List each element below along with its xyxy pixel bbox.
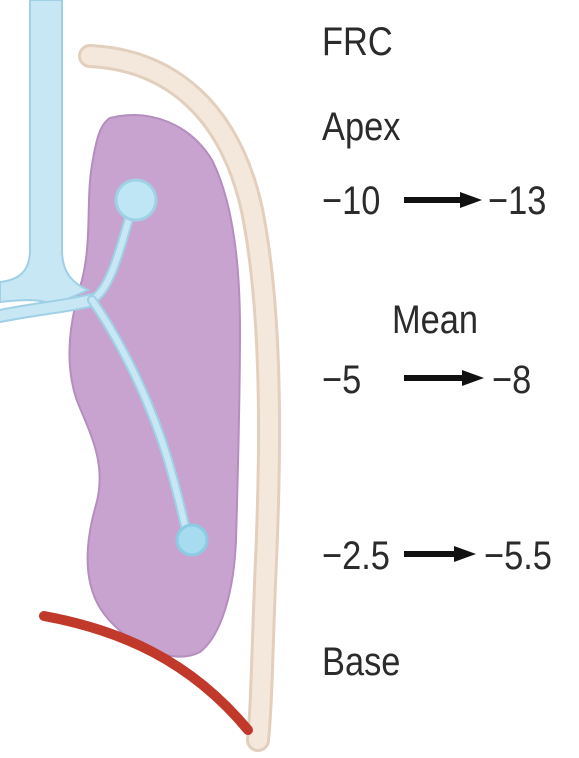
base-alveolus (177, 525, 207, 555)
apex-pressure-start: −10 (322, 181, 380, 221)
base-pressure-start: −2.5 (322, 536, 390, 576)
mean-pressure-end: −8 (492, 360, 531, 400)
mean-pressure-start: −5 (322, 360, 361, 400)
trachea (0, 0, 88, 305)
base-label: Base (322, 642, 400, 682)
apex-pressure-end: −13 (488, 181, 546, 221)
base-pressure-end: −5.5 (484, 536, 552, 576)
condition-label: FRC (322, 22, 393, 62)
base-arrow (404, 546, 476, 562)
apex-label: Apex (322, 107, 400, 147)
mean-arrow (404, 370, 484, 386)
apex-arrow (404, 192, 482, 208)
apex-alveolus (116, 180, 156, 220)
mean-label: Mean (392, 300, 478, 340)
